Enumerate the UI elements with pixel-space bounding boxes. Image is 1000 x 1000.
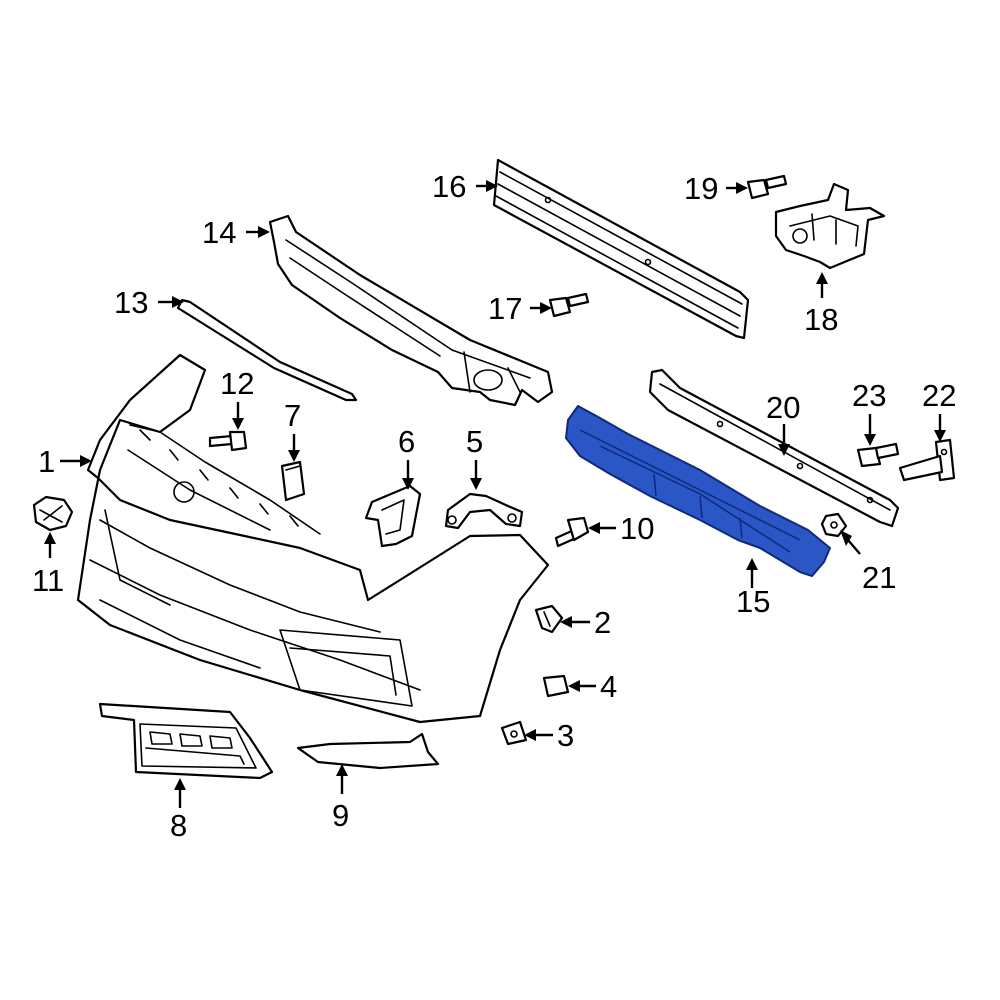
callout-label-10: 10 (620, 511, 654, 546)
callout-17[interactable]: 17 (488, 291, 552, 326)
part-7-clip[interactable] (280, 460, 306, 502)
part-16-reinforcement-bar[interactable] (492, 158, 750, 340)
callout-21[interactable]: 21 (840, 530, 896, 595)
callout-23[interactable]: 23 (852, 378, 886, 446)
callout-9[interactable]: 9 (332, 764, 349, 833)
part-9-lower-trim[interactable] (296, 732, 440, 770)
callout-11[interactable]: 11 (32, 532, 64, 598)
part-14-energy-absorber[interactable] (268, 214, 554, 407)
callout-8[interactable]: 8 (170, 778, 187, 843)
callout-label-2: 2 (594, 605, 611, 640)
part-12-bolt[interactable] (208, 430, 248, 452)
callout-label-11: 11 (32, 563, 64, 598)
callout-10[interactable]: 10 (588, 511, 654, 546)
callout-label-15: 15 (736, 584, 770, 619)
callout-18[interactable]: 18 (804, 272, 838, 337)
callout-label-20: 20 (766, 390, 800, 425)
part-17-bolt[interactable] (548, 292, 590, 318)
callout-label-17: 17 (488, 291, 522, 326)
callout-20[interactable]: 20 (766, 390, 800, 456)
part-15-lower-absorber-highlighted[interactable] (565, 405, 831, 577)
part-19-bolt[interactable] (746, 174, 788, 200)
callout-13[interactable]: 13 (114, 285, 184, 320)
callout-label-18: 18 (804, 302, 838, 337)
callout-label-21: 21 (862, 560, 896, 595)
callout-label-7: 7 (284, 398, 301, 433)
callout-4[interactable]: 4 (568, 669, 617, 704)
callout-6[interactable]: 6 (398, 424, 415, 490)
callout-3[interactable]: 3 (524, 718, 574, 753)
callout-14[interactable]: 14 (202, 215, 270, 250)
part-8-grille[interactable] (98, 702, 274, 780)
part-11-emblem[interactable] (32, 495, 74, 532)
part-13-trim-strip[interactable] (176, 298, 358, 402)
callout-label-8: 8 (170, 808, 187, 843)
callout-label-19: 19 (684, 171, 718, 206)
callout-7[interactable]: 7 (284, 398, 301, 462)
part-21-nut[interactable] (820, 512, 848, 538)
part-4-nut-clip[interactable] (542, 674, 570, 698)
part-18-bracket[interactable] (774, 182, 886, 270)
callout-label-5: 5 (466, 424, 483, 459)
callout-5[interactable]: 5 (466, 424, 483, 490)
part-23-bolt[interactable] (856, 442, 900, 468)
callout-label-22: 22 (922, 378, 956, 413)
part-1-bumper-cover[interactable] (76, 353, 550, 724)
callout-label-1: 1 (38, 444, 55, 479)
part-5-retainer[interactable] (444, 492, 524, 530)
part-22-bracket[interactable] (898, 438, 956, 482)
callout-label-4: 4 (600, 669, 617, 704)
callout-label-14: 14 (202, 215, 236, 250)
part-20-lower-bar[interactable] (648, 368, 900, 528)
part-3-clip[interactable] (500, 720, 528, 746)
callout-16[interactable]: 16 (432, 169, 498, 204)
callouts: 1 2 3 4 5 6 (32, 169, 956, 843)
callout-2[interactable]: 2 (560, 605, 611, 640)
part-2-push-clip[interactable] (534, 604, 564, 634)
callout-label-6: 6 (398, 424, 415, 459)
callout-label-16: 16 (432, 169, 466, 204)
callout-label-3: 3 (557, 718, 574, 753)
callout-label-12: 12 (220, 366, 254, 401)
part-6-bracket[interactable] (364, 484, 422, 548)
callout-1[interactable]: 1 (38, 444, 92, 479)
callout-12[interactable]: 12 (220, 366, 254, 430)
callout-label-23: 23 (852, 378, 886, 413)
callout-label-13: 13 (114, 285, 148, 320)
callout-22[interactable]: 22 (922, 378, 956, 442)
callout-15[interactable]: 15 (736, 558, 770, 619)
part-10-bolt[interactable] (554, 516, 590, 548)
callout-19[interactable]: 19 (684, 171, 748, 206)
callout-label-9: 9 (332, 798, 349, 833)
